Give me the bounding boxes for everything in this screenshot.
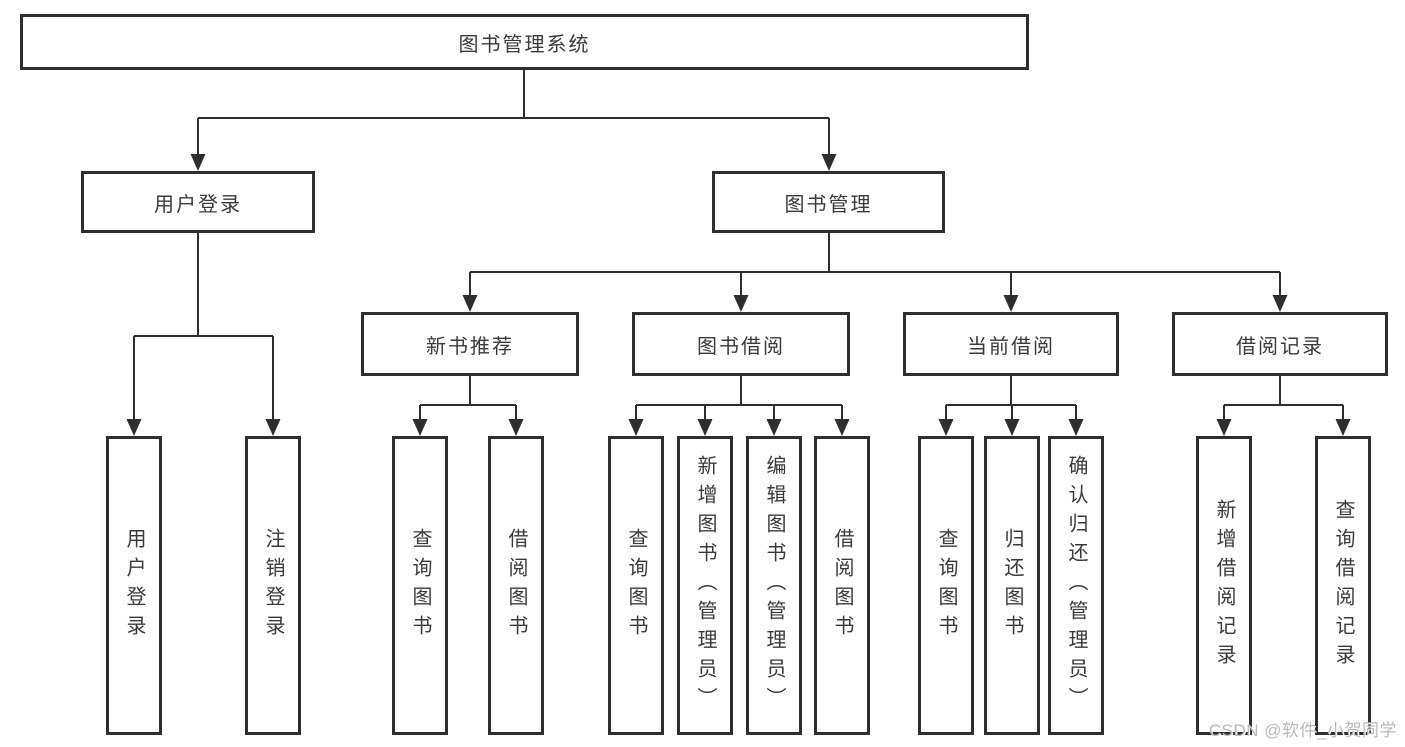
leaf-add-book-admin-label: 新增图书（管理员） bbox=[694, 455, 716, 716]
node-current-borrowing-label: 当前借阅 bbox=[967, 335, 1055, 358]
leaf-confirm-return-admin: 确认归还（管理员） bbox=[1048, 436, 1104, 735]
leaf-query-borrow-record: 查询借阅记录 bbox=[1315, 436, 1371, 735]
node-book-management: 图书管理 bbox=[712, 171, 945, 233]
node-user-login: 用户登录 bbox=[81, 171, 315, 233]
node-new-book-recommend-label: 新书推荐 bbox=[426, 335, 514, 358]
leaf-edit-book-admin-label: 编辑图书（管理员） bbox=[763, 455, 785, 716]
csdn-watermark: CSDN @软件_小贺同学 bbox=[1208, 721, 1397, 740]
leaf-confirm-return-admin-label: 确认归还（管理员） bbox=[1065, 455, 1087, 716]
leaf-return-book: 归还图书 bbox=[984, 436, 1040, 735]
node-root: 图书管理系统 bbox=[20, 14, 1029, 70]
leaf-user-login-label: 用户登录 bbox=[123, 527, 145, 644]
leaf-borrow-books-borrowing-label: 借阅图书 bbox=[831, 527, 853, 644]
leaf-query-books-borrowing: 查询图书 bbox=[608, 436, 664, 735]
node-current-borrowing: 当前借阅 bbox=[903, 312, 1119, 376]
leaf-query-books-current-label: 查询图书 bbox=[935, 527, 957, 644]
leaf-logout: 注销登录 bbox=[245, 436, 301, 735]
leaf-query-books-borrowing-label: 查询图书 bbox=[625, 527, 647, 644]
leaf-return-book-label: 归还图书 bbox=[1001, 527, 1023, 644]
leaf-add-borrow-record-label: 新增借阅记录 bbox=[1213, 498, 1235, 673]
leaf-query-books-recommend: 查询图书 bbox=[392, 436, 448, 735]
leaf-borrow-books-recommend-label: 借阅图书 bbox=[505, 527, 527, 644]
node-book-management-label: 图书管理 bbox=[784, 193, 873, 216]
node-book-borrowing-label: 图书借阅 bbox=[697, 335, 785, 358]
leaf-add-book-admin: 新增图书（管理员） bbox=[677, 436, 733, 735]
leaf-query-books-recommend-label: 查询图书 bbox=[409, 527, 431, 644]
leaf-logout-label: 注销登录 bbox=[262, 527, 284, 644]
leaf-user-login: 用户登录 bbox=[106, 436, 162, 735]
node-borrow-records-label: 借阅记录 bbox=[1236, 335, 1324, 358]
node-new-book-recommend: 新书推荐 bbox=[361, 312, 579, 376]
leaf-borrow-books-recommend: 借阅图书 bbox=[488, 436, 544, 735]
leaf-query-books-current: 查询图书 bbox=[918, 436, 974, 735]
leaf-query-borrow-record-label: 查询借阅记录 bbox=[1332, 498, 1354, 673]
node-user-login-label: 用户登录 bbox=[154, 193, 242, 216]
node-root-label: 图书管理系统 bbox=[458, 33, 591, 56]
node-book-borrowing: 图书借阅 bbox=[632, 312, 850, 376]
leaf-edit-book-admin: 编辑图书（管理员） bbox=[746, 436, 802, 735]
leaf-add-borrow-record: 新增借阅记录 bbox=[1196, 436, 1252, 735]
leaf-borrow-books-borrowing: 借阅图书 bbox=[814, 436, 870, 735]
node-borrow-records: 借阅记录 bbox=[1172, 312, 1388, 376]
